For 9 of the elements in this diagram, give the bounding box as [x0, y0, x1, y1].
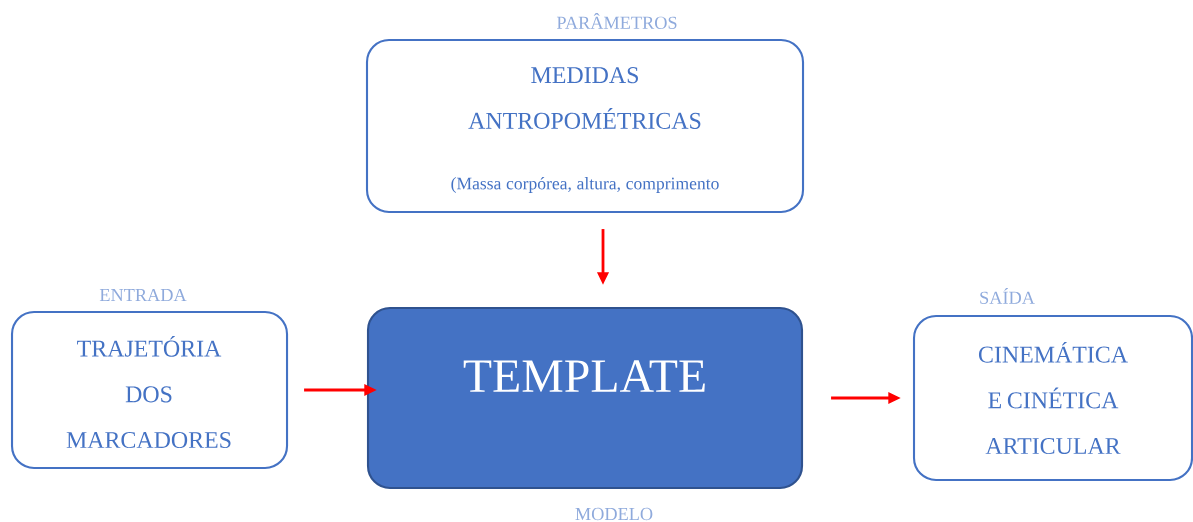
box-text: TRAJETÓRIA DOS MARCADORES — [66, 335, 231, 449]
heading-label: ENTRADA — [99, 288, 187, 302]
box-text: CINEMÁTICA E CINÉTICA ARTICULAR — [978, 341, 1128, 455]
heading-label: SAÍDA — [980, 288, 1035, 304]
heading-label: MODELO — [575, 507, 653, 521]
box-text: MEDIDAS ANTROPOMÉTRICAS — [468, 67, 701, 129]
box-text: TEMPLATE — [463, 360, 705, 392]
box-text: (Massa corpórea, altura, comprimento — [451, 177, 719, 193]
heading-label: PARÂMETROS — [556, 13, 677, 29]
